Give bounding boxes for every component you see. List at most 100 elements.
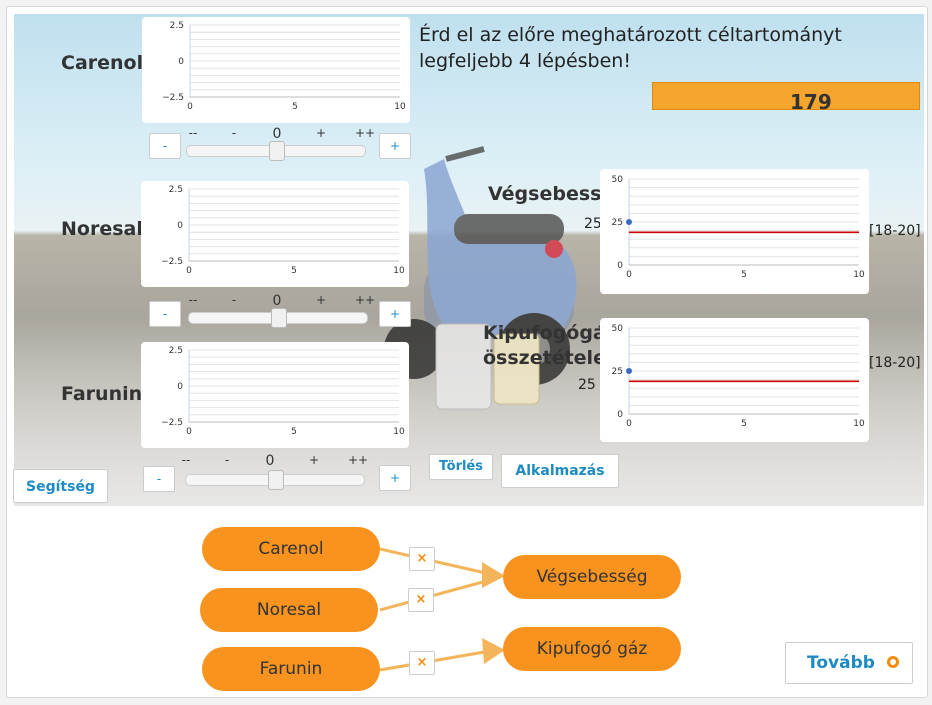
diagram-node-farunin: Farunin [202, 647, 380, 691]
link-toggle-noresal[interactable]: × [408, 588, 434, 612]
x-tick-label: 5 [292, 102, 298, 112]
y-tick-label: −2.5 [161, 257, 183, 267]
next-arrow-icon [887, 656, 899, 668]
x-tick-label: 5 [741, 419, 747, 429]
y-tick-label: 25 [612, 367, 623, 377]
y-tick-label: 0 [178, 57, 184, 67]
x-tick-label: 0 [626, 270, 632, 280]
farunin-minus-button[interactable]: - [143, 466, 175, 492]
noresal-minus-button[interactable]: - [149, 301, 181, 327]
x-tick-label: 10 [393, 266, 405, 276]
slider-label-plus: + [315, 293, 327, 307]
help-button[interactable]: Segítség [13, 469, 108, 503]
noresal-slider-handle[interactable] [271, 308, 287, 328]
y-tick-label: 2.5 [170, 21, 184, 31]
x-tick-label: 10 [853, 419, 865, 429]
noresal-slider-labels: -- - 0 + ++ [183, 293, 377, 309]
output-label-kipufogo-line1: Kipufogógáz [483, 322, 617, 344]
noresal-value: 0 [272, 293, 282, 309]
y-tick-label: 2.5 [169, 185, 183, 195]
link-toggle-carenol[interactable]: × [409, 547, 435, 571]
arrow-head-vegsebesseg [482, 562, 505, 588]
farunin-plus-button[interactable]: + [379, 465, 411, 491]
output-label-kipufogo-line2: összetétele [483, 347, 606, 369]
slider-label-double-plus: ++ [354, 293, 376, 307]
score-bar: 179 [652, 82, 920, 114]
vegsebesseg-target-range: [18-20] [869, 223, 921, 239]
clear-button[interactable]: Törlés [429, 454, 493, 480]
farunin-slider[interactable] [185, 470, 365, 490]
carenol-slider[interactable] [186, 141, 366, 161]
y-tick-label: 50 [612, 324, 624, 334]
diagram-node-noresal: Noresal [200, 588, 378, 632]
kipufogo-chart-svg: 50 25 00 5 10 [612, 324, 865, 429]
data-point [626, 219, 632, 225]
y-tick-label: 0 [617, 261, 623, 271]
x-tick-label: 5 [291, 266, 297, 276]
noresal-slider[interactable] [188, 308, 368, 328]
x-tick-label: 10 [394, 102, 406, 112]
slider-label-minus: - [231, 126, 237, 140]
next-button[interactable]: Tovább [785, 642, 913, 684]
output-label-vegsebesseg: Végsebesség [488, 183, 628, 205]
ingredient-label-carenol: Carenol [61, 52, 144, 74]
x-tick-label: 0 [186, 266, 192, 276]
slider-label-double-minus: -- [188, 293, 198, 307]
noresal-plus-button[interactable]: + [379, 301, 411, 327]
y-tick-label: −2.5 [162, 93, 184, 103]
carenol-minus-button[interactable]: - [149, 133, 181, 159]
data-point [626, 368, 632, 374]
slider-label-double-plus: ++ [347, 453, 369, 467]
instruction-text: Érd el az előre meghatározott céltartomá… [419, 24, 842, 72]
x-tick-label: 5 [291, 427, 297, 437]
y-tick-label: −2.5 [161, 418, 183, 428]
y-tick-label: 0 [617, 410, 623, 420]
arrow-head-kipufogo [482, 638, 505, 664]
ingredient-label-noresal: Noresal [61, 218, 143, 240]
carenol-plus-button[interactable]: + [379, 133, 411, 159]
x-tick-label: 0 [186, 427, 192, 437]
slider-label-double-plus: ++ [354, 126, 376, 140]
y-tick-label: 2.5 [169, 346, 183, 356]
y-tick-label: 0 [177, 221, 183, 231]
slider-label-minus: - [224, 453, 230, 467]
x-tick-label: 5 [741, 270, 747, 280]
diagram-node-kipufogo-gaz: Kipufogó gáz [503, 627, 681, 671]
kipufogo-current-value: 25 [578, 377, 596, 393]
link-toggle-farunin[interactable]: × [409, 651, 435, 675]
slider-label-minus: - [231, 293, 237, 307]
carenol-slider-handle[interactable] [269, 141, 285, 161]
vegsebesseg-chart-svg: 50 25 00 5 10 [612, 175, 865, 280]
y-tick-label: 25 [612, 218, 623, 228]
slider-label-plus: + [308, 453, 320, 467]
y-tick-label: 50 [612, 175, 624, 185]
carenol-value: 0 [272, 126, 282, 142]
y-tick-label: 0 [177, 382, 183, 392]
x-tick-label: 0 [626, 419, 632, 429]
farunin-value: 0 [265, 453, 275, 469]
farunin-slider-labels: -- - 0 + ++ [176, 453, 370, 469]
slider-label-plus: + [315, 126, 327, 140]
next-button-label: Tovább [807, 653, 875, 673]
vegsebesseg-current-value: 25 [584, 216, 602, 232]
slider-label-double-minus: -- [181, 453, 191, 467]
x-tick-label: 0 [187, 102, 193, 112]
ingredient-label-farunin: Farunin [61, 383, 143, 405]
x-tick-label: 10 [393, 427, 405, 437]
kipufogo-target-range: [18-20] [869, 355, 921, 371]
apply-button[interactable]: Alkalmazás [501, 454, 619, 488]
slider-label-double-minus: -- [188, 126, 198, 140]
carenol-slider-labels: -- - 0 + ++ [183, 126, 377, 142]
diagram-node-carenol: Carenol [202, 527, 380, 571]
x-tick-label: 10 [853, 270, 865, 280]
farunin-slider-handle[interactable] [268, 470, 284, 490]
diagram-node-vegsebesseg: Végsebesség [503, 555, 681, 599]
